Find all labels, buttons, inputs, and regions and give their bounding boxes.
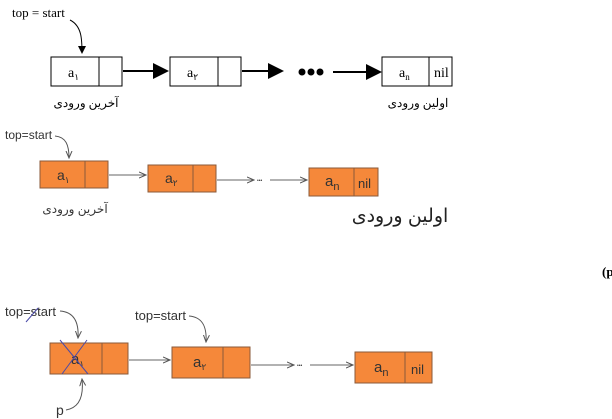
pointer-label-top: top = start	[12, 5, 65, 20]
cross-icon	[61, 339, 88, 375]
pointer-arrow	[54, 135, 69, 158]
node-2: a٢	[171, 346, 251, 379]
nil-label: nil	[358, 176, 371, 191]
label-last-in: آخرین ورودی	[54, 95, 120, 110]
diagram-2: top=start a١ a٢ ••• an nil آخرین ورودی ا…	[5, 128, 448, 227]
label-first-in: اولین ورودی	[352, 206, 449, 227]
node-value: a١	[68, 66, 79, 82]
node-1: a١	[50, 56, 123, 87]
new-pointer-arrow	[188, 315, 206, 342]
p-pointer-label: p	[56, 402, 64, 418]
node-value: an	[399, 66, 410, 82]
old-pointer-arrow	[59, 310, 78, 338]
strike-mark	[25, 307, 39, 323]
diagram-1: top = start a١ a٢ an nil آخرین ورودی اول…	[12, 5, 453, 110]
node-value: an	[374, 359, 388, 379]
ellipsis-dots	[298, 68, 324, 76]
node-2: a٢	[147, 164, 217, 193]
node-value: a٢	[193, 354, 206, 372]
old-pointer-label: top=start	[5, 304, 56, 319]
node-value: a١	[57, 167, 70, 185]
node-2: a٢	[169, 56, 242, 87]
node-n: an nil	[354, 351, 433, 384]
diagram-3-pop: top=start a١ top=start a٢ ••• an nil p	[5, 304, 433, 418]
nil-label: nil	[434, 66, 449, 81]
node-value: a٢	[187, 66, 198, 82]
node-n: an nil	[308, 167, 379, 197]
label-last-in: آخرین ورودی	[42, 201, 108, 217]
pointer-label-top: top=start	[5, 128, 53, 142]
nil-label: nil	[411, 362, 424, 377]
node-value: an	[325, 173, 339, 193]
ellipsis: •••	[257, 178, 263, 184]
label-first-in: اولین ورودی	[388, 96, 449, 110]
node-1-removed: a١	[49, 339, 129, 375]
node-n: an nil	[381, 56, 453, 87]
node-value: a٢	[165, 170, 178, 188]
p-pointer-arrow	[65, 379, 82, 411]
pointer-arrow	[69, 19, 86, 54]
new-pointer-label: top=start	[135, 308, 186, 323]
node-1: a١	[39, 160, 109, 189]
pop-heading: حذف داده (pop)	[602, 264, 612, 279]
ellipsis: •••	[297, 363, 303, 369]
